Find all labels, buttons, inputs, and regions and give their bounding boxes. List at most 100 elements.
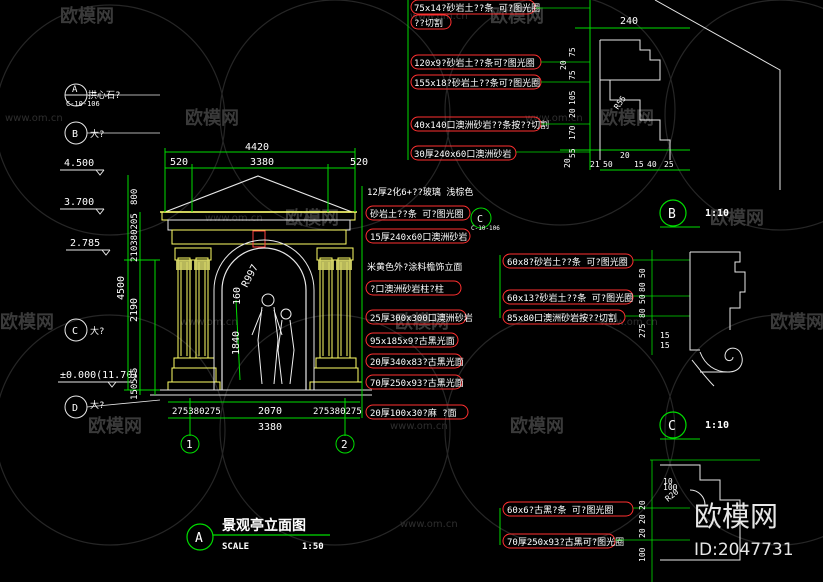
corner-brand-id: ID:2047731 [694,540,794,560]
corner-brand: 欧模网 ID:2047731 [694,500,794,560]
callout-top-120x9: 120x9?砂岩土??条可?图光圈 [414,57,535,69]
level-4500-label: 4.500 [64,158,94,169]
callout-paint: 米黄色外?涂料檐饰立面 [367,261,462,273]
axis-2-label: 2 [341,438,348,451]
dim-520-left: 520 [170,157,188,168]
watermark-brand: 欧模网 [88,415,142,437]
detail-c-dim-50b: 50 [638,294,647,304]
detail-c-dim-50: 50 [638,268,647,278]
detail-b-dim-75: 75 [568,47,577,57]
title-circle-letter: A [195,531,203,546]
dim-520-right: 520 [350,157,368,168]
dim-160: 160 [232,287,243,305]
center-ref-code: C-10-106 [471,225,500,232]
detail-b-dim-240: 240 [620,16,638,27]
top-callouts: 75x14?砂岩土??条 可?图光圈 ??切割 120x9?砂岩土??条可?图光… [407,0,590,161]
detail-c-dim-80: 80 [638,282,647,292]
detail-b-scale: 1:10 [705,208,729,219]
detail-b-dim-170: 170 [568,125,577,140]
detail-b-bdim-25: 25 [664,160,674,169]
dim-2190: 2190 [129,298,140,322]
watermark-brand: 欧模网 [510,415,564,437]
dim-210380205: 210380205 [130,213,140,262]
dimensions [124,148,360,436]
watermark-brand: 欧模网 [770,311,823,333]
watermark-url: www.om.cn [5,113,63,124]
dimension-texts: 4420 520 3380 520 800 210380205 4500 219… [116,142,368,433]
watermark-url: www.om.cn [180,317,238,328]
level-b-note: 大? [90,128,104,140]
detail-c-dim-15b: 15 [660,341,670,350]
detail-b-dim-105: 105 [568,90,577,105]
detail-b-dim-20: 20 [559,60,568,70]
callout-top-75x14: 75x14?砂岩土??条 可?图光圈 [414,2,540,14]
watermark-brand: 欧模网 [600,107,654,129]
axis-markers: 1 2 [180,434,355,454]
watermark-url: www.om.cn [410,11,468,22]
dim-3380-bottom: 3380 [258,422,282,433]
center-callouts: 12厚2化6+??玻璃 浅棕色 砂岩土??条 可?图光圈 15厚240x60口澳… [361,186,500,420]
callout-15-240x60: 15厚240x60口澳洲砂岩 [370,231,467,243]
dim-arc-radius: R997 [240,263,261,289]
detail-c-dim-275: 275 [638,323,647,338]
dim-150: 150 [130,384,140,400]
level-c-note: 大? [90,325,104,337]
dim-2070: 2070 [258,406,282,417]
detail-b-dim-55: 55 [568,148,577,158]
watermark-brand: 欧模网 [60,5,114,27]
detail-b-bdim-40: 40 [647,160,657,169]
callout-d-60x6: 60x6?古黑?条 可?图光圈 [507,504,613,516]
callout-top-cut: ??切割 [414,17,443,29]
detail-c-dim-15: 15 [660,331,670,340]
dim-4500: 4500 [116,276,127,300]
level-3700-label: 3.700 [64,197,94,208]
callout-20-340x83: 20厚340x83?古黑光面 [370,356,464,368]
callout-glass: 12厚2化6+??玻璃 浅棕色 [367,186,473,198]
title-block: A 景观亭立面图 SCALE 1:50 [186,517,330,552]
dim-3380-top: 3380 [250,157,274,168]
level-d-letter: D [72,403,78,414]
watermark-url: www.om.cn [205,213,263,224]
detail-b-dim-75b: 75 [568,70,577,80]
detail-b-dim-20b: 20 [568,108,577,118]
detail-b-letter: B [668,207,676,222]
callout-70-250x93: 70厚250x93?古黑光面 [370,377,464,389]
watermark-brand: 欧模网 [710,207,764,229]
detail-d-dim-10: 10 [663,477,673,486]
level-d-note: 大? [90,399,104,411]
callout-25-300x300: 25厚300x300口澳洲砂岩 [370,312,473,324]
level-b-letter: B [72,129,78,140]
callout-sandstone-strip: 砂岩土??条 可?图光圈 [370,208,464,220]
detail-b-bdim-15: 15 [634,160,644,169]
callout-top-30-240x60: 30厚240x60口澳洲砂岩 [414,148,511,160]
detail-d-dim-20: 20 [638,500,647,510]
detail-b-dim-20c: 20 [563,158,572,168]
callout-c-85x80: 85x80口澳洲砂岩按??切割 [507,312,617,324]
watermark-brand: 欧模网 [0,311,54,333]
dim-4420: 4420 [245,142,269,153]
dim-bottom-left: 275380275 [172,407,221,417]
dim-595: 595 [130,368,140,384]
watermark-url: www.om.cn [600,317,658,328]
detail-d-dim-20b: 20 [638,514,647,524]
watermark-brand: 欧模网 [490,5,544,27]
detail-b-bdim-50: 50 [603,160,613,169]
level-markers: A C-10-106 拱心石? B 大? 4.500 3.700 2.785 C… [58,83,161,419]
detail-b: 240 75 20 75 105 20 170 55 20 21 50 20 1… [559,0,781,228]
corner-brand-name: 欧模网 [694,500,778,533]
detail-c-scale: 1:10 [705,420,729,431]
callout-column-stone: ?口澳洲砂岩柱?柱 [370,283,444,295]
detail-c-letter: C [668,419,676,434]
callout-c-60x8: 60x8?砂岩土??条 可?图光圈 [507,256,628,268]
level-zero-label: ±0.000(11.70) [60,370,138,381]
watermark-url: www.om.cn [525,113,583,124]
dim-1840: 1840 [231,331,242,355]
watermark-brand: 欧模网 [185,107,239,129]
title-main: 景观亭立面图 [222,517,306,534]
callout-top-40x140: 40x140口澳洲砂岩??条按??切割 [414,119,549,131]
detail-d-dim-100: 100 [663,483,678,492]
detail-d-dim-100b: 100 [638,547,647,562]
detail-d-dim-20c: 20 [638,528,647,538]
